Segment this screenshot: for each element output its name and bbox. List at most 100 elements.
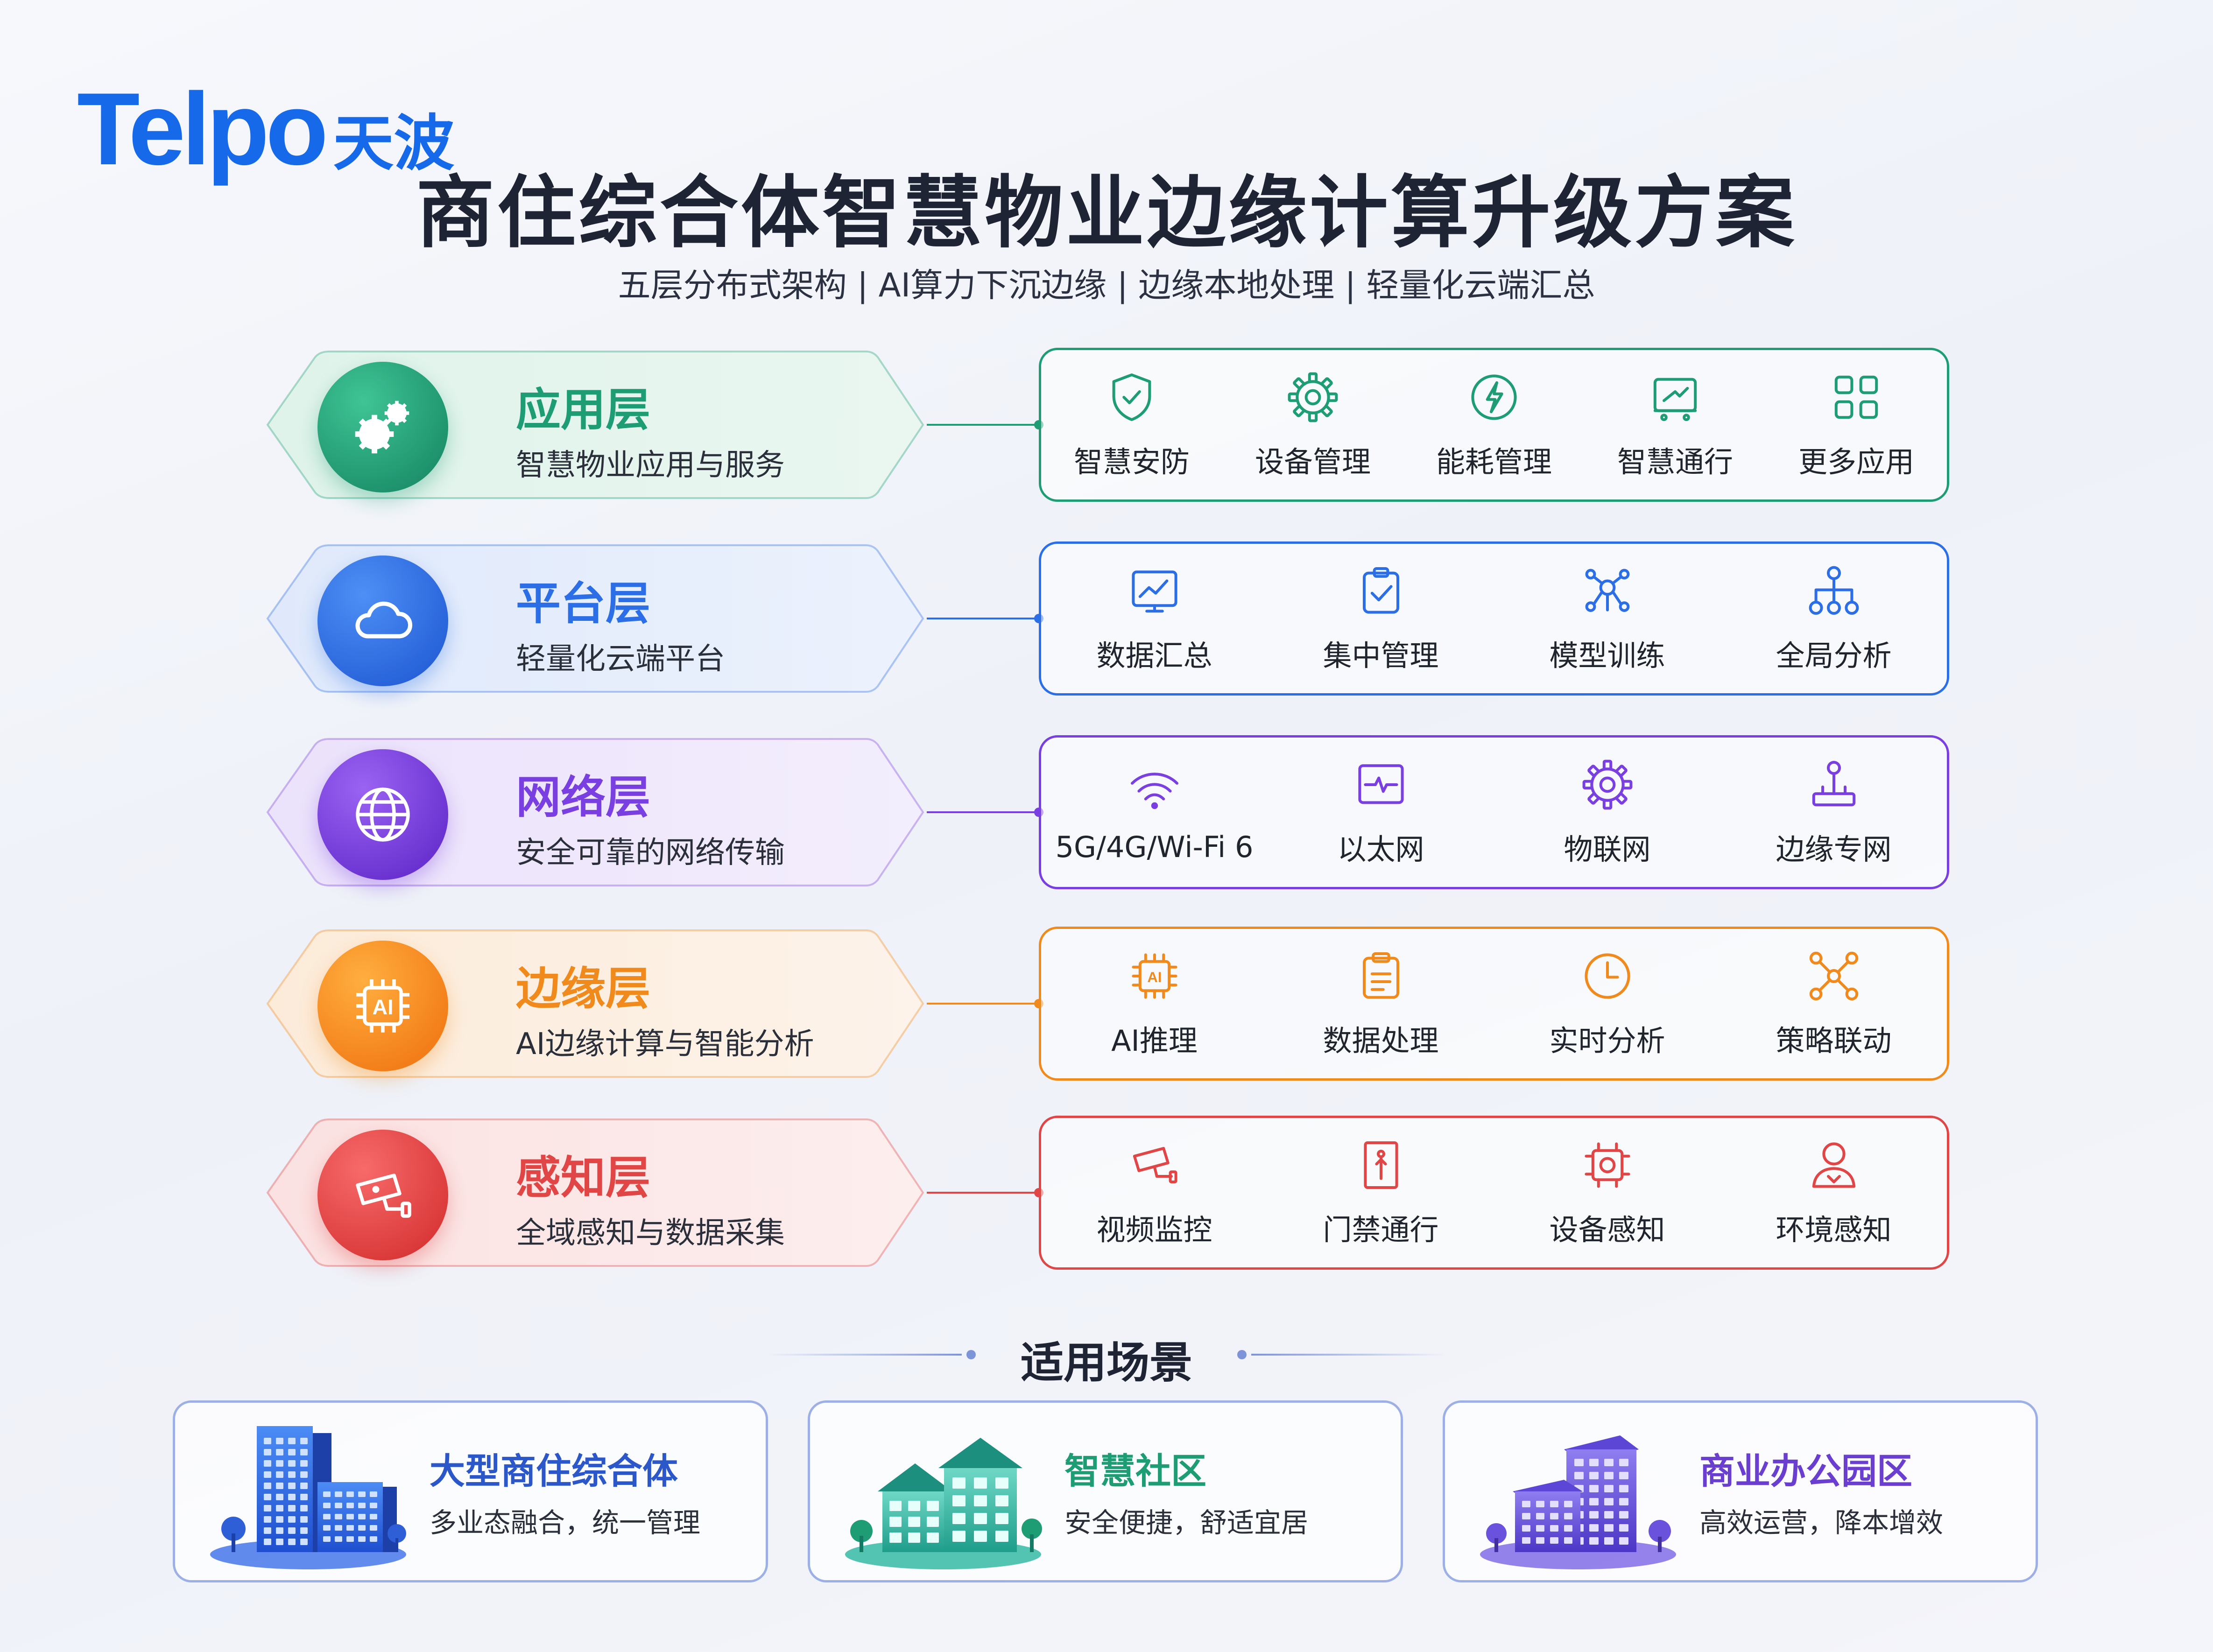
feature-label: 智慧通行: [1617, 445, 1733, 479]
feature-label: 集中管理: [1323, 639, 1439, 673]
feature-item[interactable]: 门禁通行: [1268, 1137, 1494, 1248]
feature-item[interactable]: 边缘专网: [1720, 757, 1947, 868]
layer-connector: [927, 614, 1043, 623]
sensor-icon: [1579, 1137, 1635, 1195]
clock-icon: [1579, 948, 1635, 1006]
layer-desc: 轻量化云端平台: [516, 642, 725, 676]
feature-label: 5G/4G/Wi-Fi 6: [1055, 830, 1254, 864]
layer-desc: 全域感知与数据采集: [516, 1216, 785, 1251]
feature-item[interactable]: 策略联动: [1720, 948, 1947, 1059]
scenario-card-smart-community[interactable]: 智慧社区 安全便捷，舒适宜居: [808, 1400, 1403, 1582]
scenario-heading-line-left: [766, 1354, 962, 1356]
scenario-desc: 多业态融合，统一管理: [430, 1507, 701, 1539]
feature-label: AI推理: [1111, 1024, 1198, 1058]
svg-text:AI: AI: [1147, 969, 1162, 985]
layer-row-platform: 平台层 轻量化云端平台 数据汇总 集中管理 模型训练 全局分析: [0, 541, 2213, 696]
logo-text-cn: 天波: [333, 108, 455, 179]
iot-gear-icon: [1579, 757, 1635, 815]
layer-name: 感知层: [516, 1152, 650, 1204]
feature-label: 门禁通行: [1323, 1213, 1439, 1247]
scenario-heading: 适用场景: [1020, 1338, 1192, 1388]
layer-card-sensing: 感知层 全域感知与数据采集: [264, 1116, 927, 1270]
feature-label: 策略联动: [1776, 1024, 1892, 1058]
ai-chip-icon: AI: [1127, 948, 1183, 1006]
layer-connector: [927, 1188, 1043, 1197]
feature-item[interactable]: 更多应用: [1766, 369, 1947, 480]
hierarchy-icon: [1806, 563, 1862, 621]
feature-item[interactable]: 物联网: [1494, 757, 1720, 868]
link-nodes-icon: [1806, 948, 1862, 1006]
page-title: 商住综合体智慧物业边缘计算升级方案: [416, 167, 1797, 259]
wifi-icon: [1127, 761, 1183, 819]
layer-connector: [927, 808, 1043, 817]
layer-card-edge: AI 边缘层 AI边缘计算与智能分析: [264, 927, 927, 1081]
feature-item[interactable]: 数据处理: [1268, 948, 1494, 1059]
svg-text:AI: AI: [373, 995, 394, 1019]
feature-item[interactable]: 数据汇总: [1041, 563, 1268, 674]
gate-icon: [1647, 369, 1703, 427]
feature-item[interactable]: 视频监控: [1041, 1137, 1268, 1248]
scenario-title: 商业办公园区: [1699, 1450, 1912, 1492]
camera-icon: [1127, 1137, 1183, 1195]
feature-label: 更多应用: [1798, 445, 1914, 479]
page-subtitle: 五层分布式架构 | AI算力下沉边缘 | 边缘本地处理 | 轻量化云端汇总: [618, 266, 1595, 304]
layer-desc: AI边缘计算与智能分析: [516, 1027, 814, 1061]
scenario-heading-line-right: [1251, 1354, 1447, 1356]
feature-label: 以太网: [1337, 832, 1424, 866]
feature-box-platform: 数据汇总 集中管理 模型训练 全局分析: [1039, 541, 1949, 696]
lightning-icon: [1466, 369, 1522, 427]
feature-item[interactable]: 5G/4G/Wi-Fi 6: [1041, 761, 1268, 864]
feature-label: 能耗管理: [1436, 445, 1552, 479]
feature-label: 全局分析: [1776, 639, 1892, 673]
layer-card-application: 应用层 智慧物业应用与服务: [264, 348, 927, 502]
feature-label: 物联网: [1564, 832, 1651, 866]
feature-item[interactable]: 以太网: [1268, 757, 1494, 868]
scenario-desc: 高效运营，降本增效: [1699, 1507, 1944, 1539]
scenario-title: 智慧社区: [1064, 1450, 1206, 1492]
feature-box-sensing: 视频监控 门禁通行 设备感知 环境感知: [1039, 1116, 1949, 1270]
layer-icon-cloud-icon: [317, 555, 448, 686]
scenario-card-office-park[interactable]: 商业办公园区 高效运营，降本增效: [1443, 1400, 2038, 1582]
clipboard-icon: [1353, 948, 1409, 1006]
feature-item[interactable]: 智慧通行: [1585, 369, 1766, 480]
layer-icon-camera-icon: [317, 1130, 448, 1260]
ethernet-icon: [1353, 757, 1409, 815]
feature-label: 模型训练: [1549, 639, 1665, 673]
scenario-desc: 安全便捷，舒适宜居: [1064, 1507, 1309, 1539]
feature-item[interactable]: AI AI推理: [1041, 948, 1268, 1059]
feature-item[interactable]: 模型训练: [1494, 563, 1720, 674]
feature-label: 智慧安防: [1073, 445, 1190, 479]
scenario-card-commercial-residential[interactable]: 大型商住综合体 多业态融合，统一管理: [173, 1400, 768, 1582]
layer-connector: [927, 420, 1043, 429]
feature-item[interactable]: 全局分析: [1720, 563, 1947, 674]
door-icon: [1353, 1137, 1409, 1195]
feature-label: 设备管理: [1255, 445, 1371, 479]
feature-item[interactable]: 能耗管理: [1403, 369, 1585, 480]
layer-connector: [927, 999, 1043, 1008]
layer-desc: 安全可靠的网络传输: [516, 836, 785, 870]
grid-icon: [1828, 369, 1884, 427]
gear-icon: [1285, 369, 1341, 427]
layer-icon-globe-icon: [317, 749, 448, 880]
feature-box-application: 智慧安防 设备管理 能耗管理 智慧通行 更多应用: [1039, 348, 1949, 502]
layer-row-sensing: 感知层 全域感知与数据采集 视频监控 门禁通行 设备感知 环境感知: [0, 1116, 2213, 1270]
layer-name: 平台层: [516, 577, 650, 630]
scenario-heading-dot-left: [966, 1350, 976, 1359]
feature-item[interactable]: 环境感知: [1720, 1137, 1947, 1248]
layer-card-platform: 平台层 轻量化云端平台: [264, 541, 927, 696]
feature-label: 实时分析: [1549, 1024, 1665, 1058]
scenario-heading-dot-right: [1237, 1350, 1247, 1359]
feature-label: 环境感知: [1776, 1213, 1892, 1247]
chart-monitor-icon: [1127, 563, 1183, 621]
layer-row-application: 应用层 智慧物业应用与服务 智慧安防 设备管理 能耗管理 智慧通行 更多应用: [0, 348, 2213, 502]
shield-icon: [1104, 369, 1160, 427]
layer-name: 网络层: [516, 771, 650, 823]
feature-label: 设备感知: [1549, 1213, 1665, 1247]
feature-item[interactable]: 智慧安防: [1041, 369, 1222, 480]
feature-item[interactable]: 集中管理: [1268, 563, 1494, 674]
feature-item[interactable]: 实时分析: [1494, 948, 1720, 1059]
feature-item[interactable]: 设备感知: [1494, 1137, 1720, 1248]
feature-item[interactable]: 设备管理: [1222, 369, 1403, 480]
feature-box-network: 5G/4G/Wi-Fi 6 以太网 物联网 边缘专网: [1039, 735, 1949, 889]
